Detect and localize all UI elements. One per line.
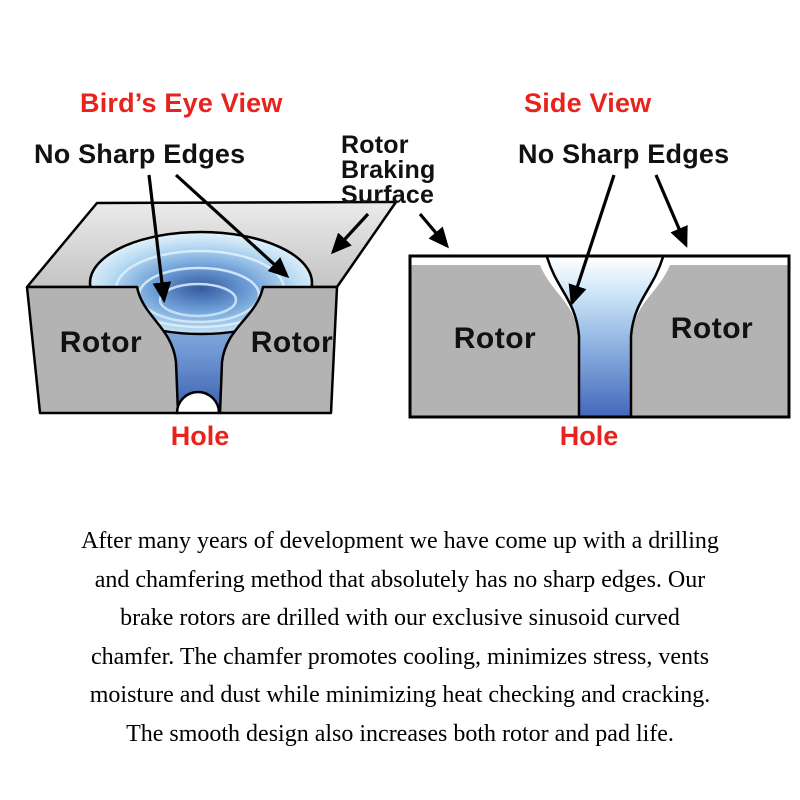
birds-eye-view-title: Bird’s Eye View: [80, 88, 283, 118]
chamfer-edge-right: [629, 256, 665, 416]
rotor-front-right: [218, 285, 339, 415]
chamfer-edge-left: [545, 256, 581, 416]
arrow-no-sharp-edges-left-2: [174, 173, 290, 279]
rotor-braking-surface-label: Rotor Braking Surface: [341, 131, 436, 209]
no-sharp-edges-label-right: No Sharp Edges: [518, 139, 730, 169]
arrow-no-sharp-edges-right-1: [568, 174, 616, 306]
hole-label-birdseye: Hole: [170, 421, 230, 451]
rotor-block-right: [631, 265, 788, 416]
no-sharp-edges-label-left: No Sharp Edges: [34, 139, 246, 169]
diagram-canvas: [25, 173, 791, 419]
arrow-no-sharp-edges-right-2: [654, 174, 688, 248]
annotation-arrows: [147, 173, 688, 306]
hole-label-sideview: Hole: [559, 421, 619, 451]
arrow-no-sharp-edges-left-1: [147, 174, 172, 304]
caption-text: After many years of development we have …: [81, 528, 719, 747]
side-view-outline: [408, 254, 791, 419]
rotor-label-birdseye-right: Rotor: [250, 326, 334, 359]
birds-eye-diagram: [25, 200, 398, 415]
rotor-block-left: [411, 265, 579, 416]
rotor-label-sideview-left: Rotor: [453, 322, 537, 355]
arrow-braking-surface-right: [418, 212, 450, 249]
hole-notch: [175, 390, 221, 415]
side-view-diagram: [408, 254, 791, 419]
arrow-braking-surface-left: [330, 212, 370, 255]
rotor-front-left: [25, 285, 180, 415]
rotor-label-sideview-right: Rotor: [670, 312, 754, 345]
side-view-title: Side View: [524, 88, 652, 118]
rotor-label-birdseye-left: Rotor: [59, 326, 143, 359]
